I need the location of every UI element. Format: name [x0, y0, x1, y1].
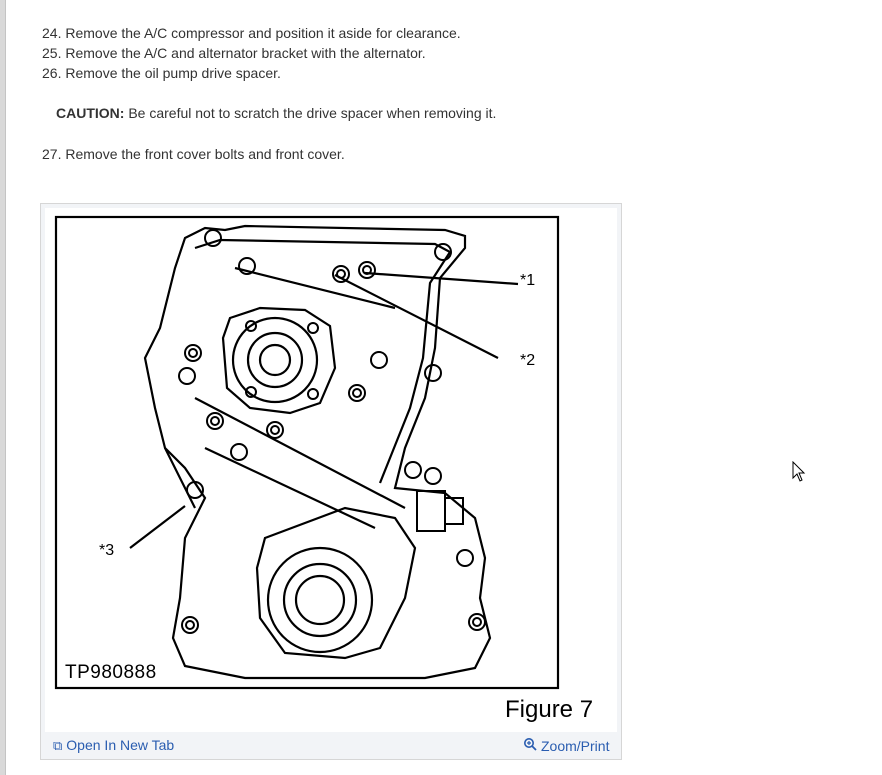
zoom-print-link[interactable]: Zoom/Print [523, 737, 609, 754]
step-list: 24. Remove the A/C compressor and positi… [42, 23, 461, 83]
mouse-cursor-icon [792, 460, 806, 488]
step-24: 24. Remove the A/C compressor and positi… [42, 25, 461, 41]
open-in-new-tab-label: Open In New Tab [66, 737, 175, 753]
caution-note: CAUTION: Be careful not to scratch the d… [56, 103, 496, 123]
magnifier-icon [523, 737, 537, 754]
caution-label: CAUTION: [56, 105, 125, 121]
zoom-print-label: Zoom/Print [541, 738, 610, 754]
engine-front-cover-diagram [54, 215, 560, 690]
open-in-new-tab-link[interactable]: ⧉Open In New Tab [53, 737, 174, 754]
step-26: 26. Remove the oil pump drive spacer. [42, 65, 281, 81]
figure-container: *1 *2 *3 TP980888 Figure 7 ⧉Open In New … [40, 203, 622, 760]
step-27: 27. Remove the front cover bolts and fro… [42, 146, 345, 162]
open-tab-icon: ⧉ [53, 738, 63, 753]
window-left-edge [0, 0, 6, 775]
figure-caption: Figure 7 [505, 696, 594, 723]
figure-image[interactable]: *1 *2 *3 TP980888 Figure 7 [45, 208, 617, 732]
callout-1: *1 [520, 272, 536, 289]
callout-2: *2 [520, 352, 536, 369]
step-25: 25. Remove the A/C and alternator bracke… [42, 45, 426, 61]
callout-3: *3 [99, 542, 115, 559]
figure-code: TP980888 [65, 662, 157, 683]
caution-text: Be careful not to scratch the drive spac… [124, 105, 497, 121]
